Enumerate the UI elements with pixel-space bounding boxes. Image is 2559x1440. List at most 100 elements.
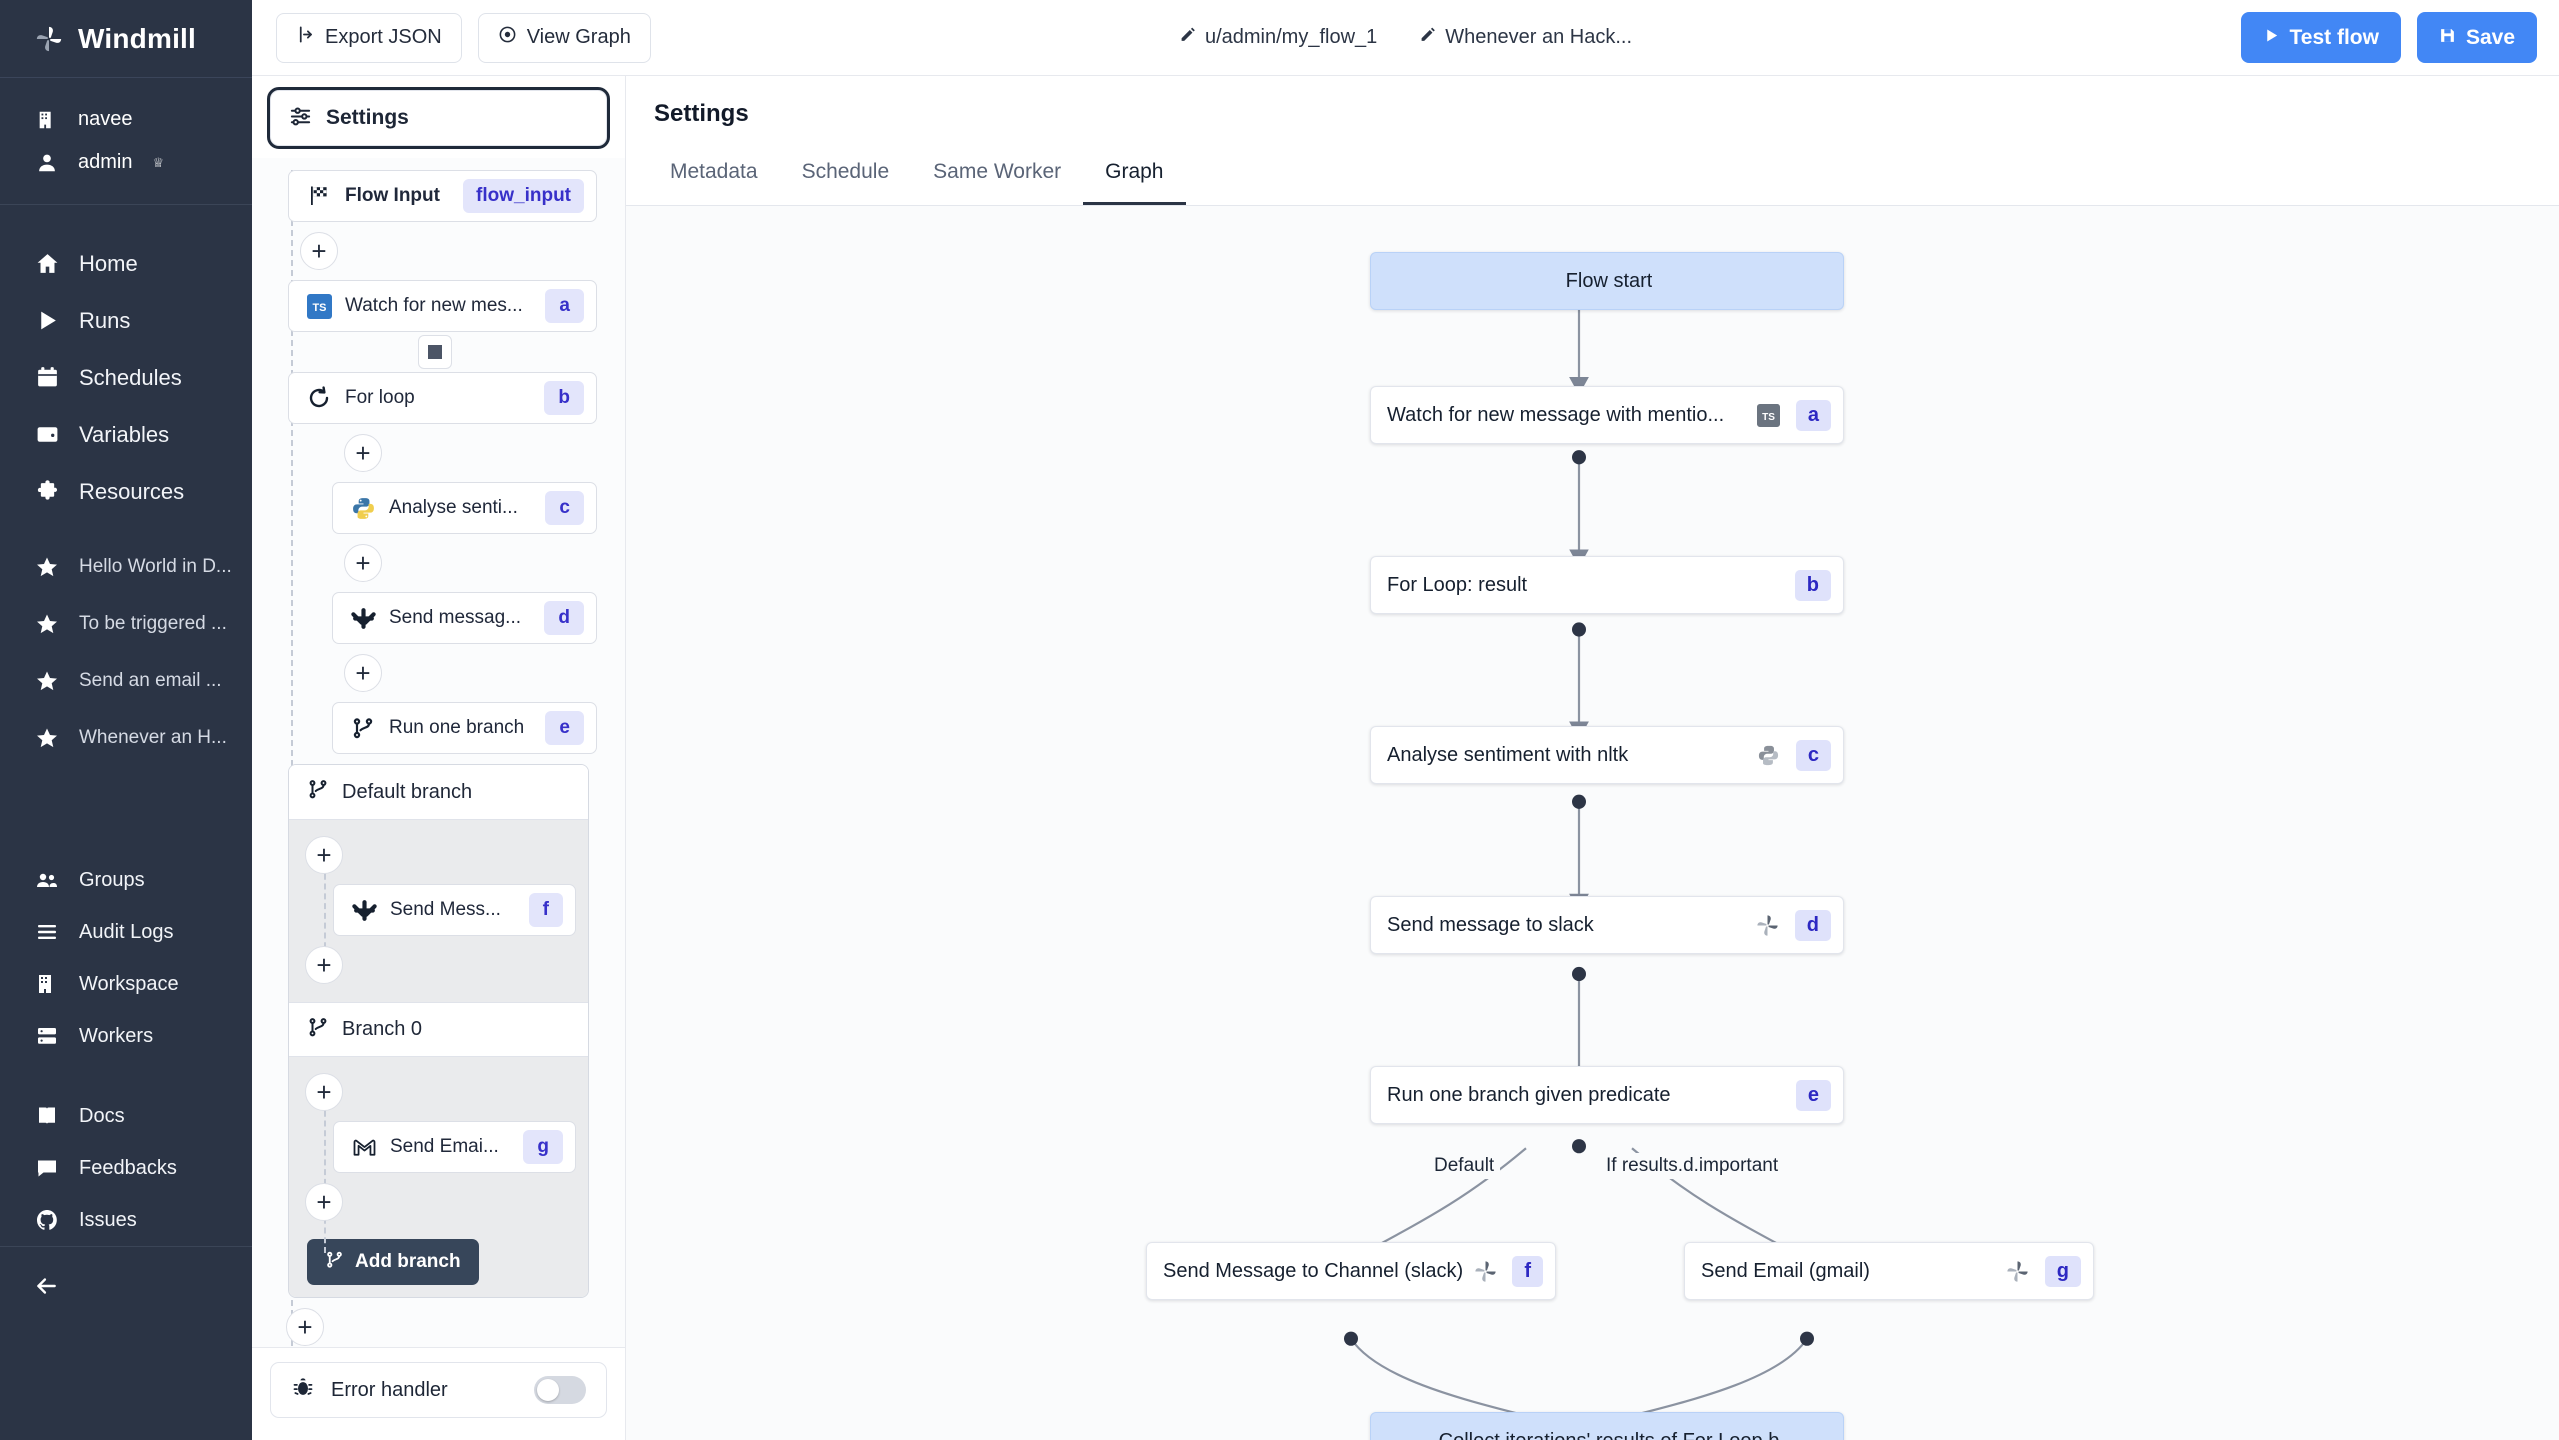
- python-icon: [1754, 744, 1784, 767]
- graph-node-d[interactable]: Send message to slack d: [1370, 896, 1844, 954]
- graph-node-g[interactable]: Send Email (gmail) g: [1684, 1242, 2094, 1300]
- add-step-button[interactable]: +: [344, 544, 382, 582]
- sidebar-item-docs[interactable]: Docs: [0, 1090, 252, 1142]
- sidebar-item-resources[interactable]: Resources: [0, 463, 252, 520]
- graph-node-b[interactable]: For Loop: result b: [1370, 556, 1844, 614]
- sidebar-item-issues[interactable]: Issues: [0, 1194, 252, 1246]
- add-step-button[interactable]: +: [305, 836, 343, 874]
- tab-schedule[interactable]: Schedule: [801, 160, 890, 183]
- flow-steps-list: Flow Input flow_input + TS Watch for new…: [252, 158, 625, 1347]
- graph-node-pill: e: [1795, 1079, 1831, 1111]
- top-toolbar: Export JSON View Graph u/admin/my_flow_1: [252, 0, 2559, 76]
- add-branch-button[interactable]: Add branch: [307, 1239, 479, 1285]
- add-step-button[interactable]: +: [305, 1183, 343, 1221]
- sidebar-item-label: Docs: [79, 1104, 125, 1127]
- save-label: Save: [2465, 25, 2515, 49]
- gmail-icon: [350, 1135, 378, 1160]
- tab-same-worker[interactable]: Same Worker: [933, 160, 1062, 183]
- sidebar-item-runs[interactable]: Runs: [0, 292, 252, 349]
- flow-node-label: Send Mess...: [390, 899, 501, 920]
- flow-graph-canvas[interactable]: Flow start Watch for new message with me…: [626, 206, 2559, 1440]
- graph-node-e[interactable]: Run one branch given predicate e: [1370, 1066, 1844, 1124]
- typescript-icon: TS: [305, 293, 333, 319]
- flow-node-g[interactable]: Send Emai... g: [333, 1121, 576, 1173]
- graph-node-f[interactable]: Send Message to Channel (slack) f: [1146, 1242, 1556, 1300]
- star-icon: [34, 726, 60, 750]
- sidebar-item-audit-logs[interactable]: Audit Logs: [0, 906, 252, 958]
- settings-graph-pane: Settings Metadata Schedule Same Worker G…: [626, 76, 2559, 1440]
- graph-node-pill: g: [2044, 1255, 2081, 1287]
- workspace-selector[interactable]: navee: [34, 108, 252, 131]
- starred-item[interactable]: Whenever an H...: [0, 709, 252, 766]
- graph-node-c[interactable]: Analyse sentiment with nltk c: [1370, 726, 1844, 784]
- flow-node-label: Analyse senti...: [389, 497, 518, 518]
- sidebar-item-label: Workspace: [79, 972, 179, 995]
- add-step-button[interactable]: +: [305, 1073, 343, 1111]
- starred-item[interactable]: Hello World in D...: [0, 538, 252, 595]
- save-button[interactable]: Save: [2416, 12, 2537, 63]
- flow-node-b[interactable]: For loop b: [288, 372, 597, 424]
- collapse-sidebar-button[interactable]: [26, 1266, 66, 1306]
- flow-node-flow-input[interactable]: Flow Input flow_input: [288, 170, 597, 222]
- sidebar-item-variables[interactable]: Variables: [0, 406, 252, 463]
- error-handler-bar: Error handler: [252, 1347, 625, 1440]
- sidebar: Windmill navee admin ♕ H: [0, 0, 252, 1440]
- windmill-icon: [2003, 1259, 2033, 1284]
- export-icon: [296, 25, 315, 50]
- error-handler-row[interactable]: Error handler: [270, 1362, 607, 1418]
- branch-container: Default branch + Send Mess...: [288, 764, 589, 1298]
- view-graph-button[interactable]: View Graph: [477, 12, 651, 63]
- add-step-button[interactable]: +: [305, 946, 343, 984]
- add-step-button[interactable]: +: [344, 434, 382, 472]
- sidebar-item-label: Resources: [79, 478, 185, 504]
- windmill-icon: [1470, 1259, 1500, 1284]
- branch-body-0: + Send Emai... g +: [289, 1057, 588, 1297]
- error-handler-toggle[interactable]: [534, 1376, 586, 1404]
- flow-node-d[interactable]: Send messag... d: [332, 592, 597, 644]
- flow-node-label: Send messag...: [389, 607, 522, 628]
- stop-step-button[interactable]: [418, 335, 452, 369]
- add-step-button[interactable]: +: [286, 1308, 324, 1346]
- starred-item[interactable]: To be triggered ...: [0, 595, 252, 652]
- tab-graph[interactable]: Graph: [1083, 150, 1186, 205]
- graph-node-collect[interactable]: Collect iterations' results of For Loop …: [1370, 1412, 1844, 1440]
- user-menu[interactable]: admin ♕: [34, 151, 252, 174]
- graph-node-label: Watch for new message with mentio...: [1387, 403, 1725, 426]
- flow-rail: Flow Input flow_input + TS Watch for new…: [252, 170, 625, 1346]
- sidebar-item-schedules[interactable]: Schedules: [0, 349, 252, 406]
- python-icon: [349, 496, 377, 521]
- graph-node-label: For Loop: result: [1387, 573, 1528, 596]
- tab-metadata[interactable]: Metadata: [670, 160, 758, 183]
- sidebar-item-label: Workers: [79, 1024, 154, 1047]
- add-step-button[interactable]: +: [344, 654, 382, 692]
- crown-icon: ♕: [152, 154, 165, 170]
- sidebar-item-workspace[interactable]: Workspace: [0, 958, 252, 1010]
- sidebar-item-feedbacks[interactable]: Feedbacks: [0, 1142, 252, 1194]
- play-icon: [2263, 26, 2280, 50]
- flow-node-label: For loop: [345, 387, 415, 408]
- add-step-button[interactable]: +: [300, 232, 338, 270]
- flow-node-f[interactable]: Send Mess... f: [333, 884, 576, 936]
- branch-header-0[interactable]: Branch 0: [289, 1002, 588, 1057]
- flow-summary-edit[interactable]: Whenever an Hack...: [1419, 26, 1632, 49]
- branch-header-default[interactable]: Default branch: [289, 765, 588, 820]
- flow-path-text: u/admin/my_flow_1: [1204, 26, 1378, 48]
- flow-node-a[interactable]: TS Watch for new mes... a: [288, 280, 597, 332]
- test-flow-button[interactable]: Test flow: [2240, 12, 2401, 63]
- sidebar-item-groups[interactable]: Groups: [0, 854, 252, 906]
- sidebar-footer: [0, 1246, 252, 1324]
- sidebar-item-workers[interactable]: Workers: [0, 1010, 252, 1062]
- windmill-logo-icon: [36, 26, 62, 51]
- graph-node-flow-start[interactable]: Flow start: [1370, 252, 1844, 310]
- flow-settings-button[interactable]: Settings: [267, 87, 610, 149]
- flow-node-c[interactable]: Analyse senti... c: [332, 482, 597, 534]
- starred-item-label: To be triggered ...: [79, 612, 227, 634]
- brand-logo[interactable]: Windmill: [0, 0, 252, 78]
- flow-node-e[interactable]: Run one branch e: [332, 702, 597, 754]
- graph-node-a[interactable]: Watch for new message with mentio... TS …: [1370, 386, 1844, 444]
- sidebar-item-home[interactable]: Home: [0, 235, 252, 292]
- starred-item[interactable]: Send an email ...: [0, 652, 252, 709]
- flow-path-edit[interactable]: u/admin/my_flow_1: [1179, 26, 1377, 49]
- flow-summary-text: Whenever an Hack...: [1445, 26, 1633, 48]
- export-json-button[interactable]: Export JSON: [276, 12, 462, 63]
